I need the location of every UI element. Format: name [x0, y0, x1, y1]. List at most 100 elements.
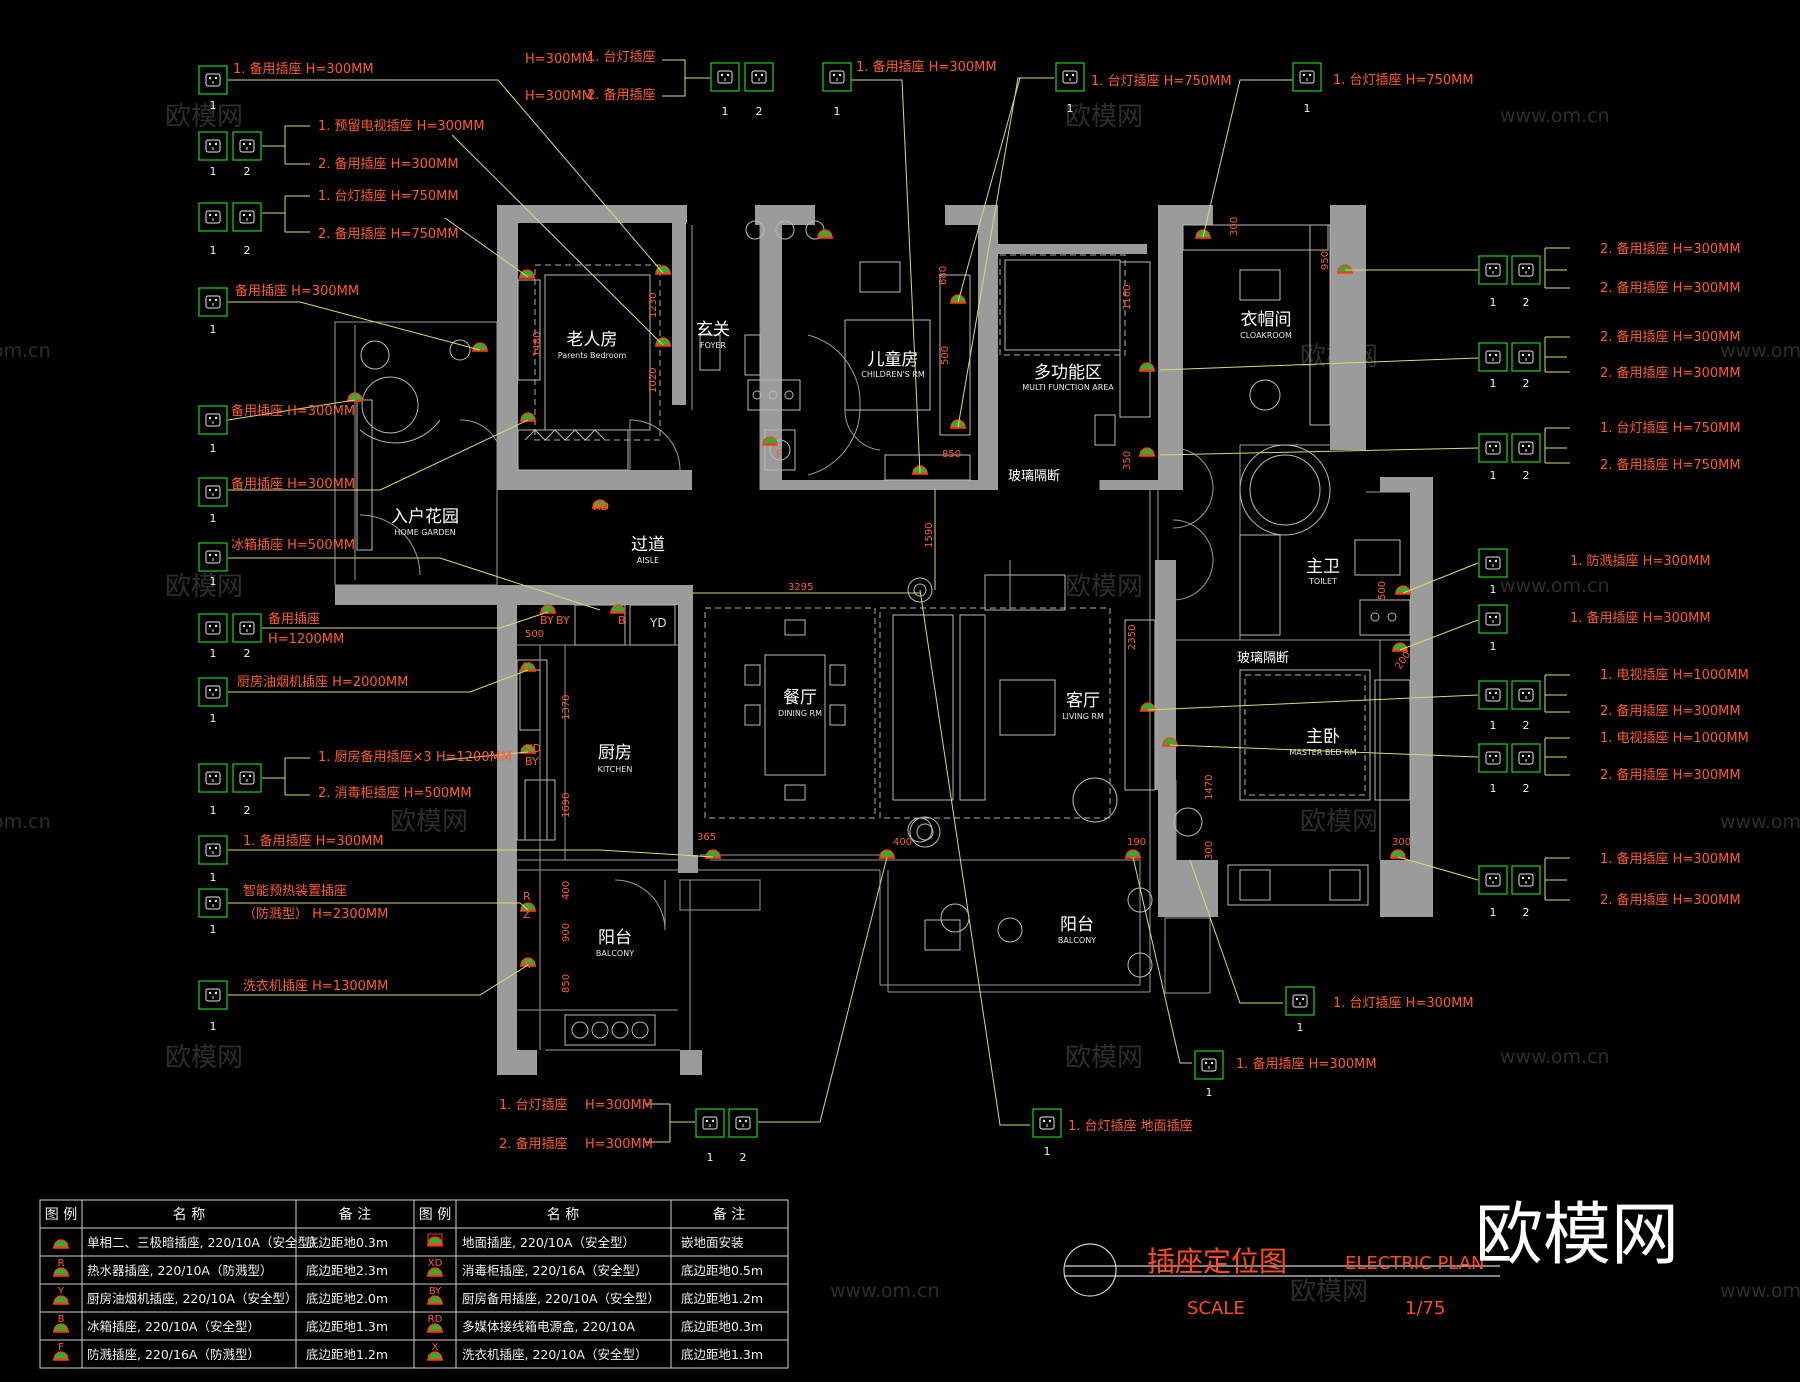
marker-xd: XD [525, 742, 541, 755]
legend-table: 图 例 名 称 备 注 图 例 名 称 备 注 R Y B F XD BY RD… [39, 1199, 789, 1369]
callout-text: 2. 备用插座 H=300MM [1600, 280, 1741, 296]
socket-symbol [232, 131, 262, 161]
dimension: 1370 [561, 695, 572, 720]
legend-symbol-letter: Y [57, 1286, 65, 1297]
watermark-url: www.om.cn [1500, 105, 1610, 127]
room-label-master-bed: 主卧 [1306, 727, 1340, 747]
socket-number: 2 [756, 105, 763, 118]
socket-number: 1 [210, 512, 217, 525]
socket-symbol [232, 763, 262, 793]
marker-b: B [618, 614, 626, 627]
socket-number: 1 [1490, 906, 1497, 919]
callout-text: 1. 台灯插座 [499, 1098, 568, 1113]
brand-logo: 欧模网 [1475, 1196, 1679, 1275]
room-label-balcony-large: 阳台 [1060, 915, 1094, 935]
callout-text: 1. 预留电视插座 H=300MM [318, 119, 485, 134]
dimension: 500 [525, 629, 544, 640]
legend-symbol-letter: RD [428, 1314, 443, 1325]
title-en: ELECTRIC PLAN [1345, 1253, 1485, 1274]
socket-symbol [1478, 865, 1508, 895]
legend-note: 底边距地1.3m [306, 1319, 388, 1334]
callout-text: 2. 备用插座 H=300MM [1600, 329, 1741, 345]
room-label-balcony-small: 阳台 [598, 928, 632, 948]
callout-text: 2. 备用插座 H=300MM [1600, 241, 1741, 257]
callout-text: 备用插座 H=300MM [231, 403, 355, 419]
room-sublabel-childrens-room: CHILDREN'S RM [861, 370, 925, 379]
glass-partition-label: 玻璃隔断 [1008, 469, 1060, 484]
room-label-dining: 餐厅 [783, 688, 817, 708]
legend-note: 底边距地2.3m [306, 1263, 388, 1278]
title-block: 插座定位图 ELECTRIC PLAN SCALE 1/75 欧模网 [1063, 1196, 1679, 1319]
legend-symbol [426, 1267, 444, 1277]
socket-symbol [1478, 255, 1508, 285]
legend-name: 地面插座, 220/10A（安全型） [462, 1235, 635, 1250]
socket-number: 1 [210, 165, 217, 178]
title-cn: 插座定位图 [1147, 1245, 1287, 1278]
room-sublabel-multi-function: MULTI FUNCTION AREA [1022, 383, 1114, 392]
socket-number: 1 [210, 1020, 217, 1033]
callout-text: 备用插座 H=300MM [231, 476, 355, 492]
legend-note: 底边距地1.2m [306, 1347, 388, 1362]
socket-number: 2 [740, 1151, 747, 1164]
marker-rd: RD [593, 500, 609, 513]
socket-symbol [198, 980, 228, 1010]
dimension: 1230 [648, 293, 659, 318]
socket-symbol [1478, 548, 1508, 578]
dimension: 400 [561, 881, 572, 900]
legend-symbol-letter: R [58, 1258, 65, 1269]
socket-symbol [822, 62, 852, 92]
socket-symbol [232, 202, 262, 232]
socket-number: 2 [244, 244, 251, 257]
leader-lines [227, 59, 1570, 1143]
legend-name: 厨房油烟机插座, 220/10A（安全型） [87, 1291, 297, 1306]
marker-by2: BY [556, 614, 570, 627]
socket-number: 1 [1490, 583, 1497, 596]
legend-name: 多媒体接线箱电源盒, 220/10A [462, 1319, 635, 1334]
walls [335, 205, 1433, 1075]
callout-text: 1. 台灯插座 H=300MM [1333, 996, 1474, 1011]
socket-symbol [198, 888, 228, 918]
callout-text: 1. 台灯插座 H=750MM [318, 189, 459, 204]
socket-number: 1 [1490, 640, 1497, 653]
socket-number: 1 [210, 442, 217, 455]
socket-symbol [710, 62, 740, 92]
callout-text: 1. 备用插座 H=300MM [233, 61, 374, 77]
socket-number: 1 [722, 105, 729, 118]
watermark: 欧模网 [1290, 1277, 1368, 1307]
room-sublabel-dining: DINING RM [778, 709, 822, 718]
callout-text: 1. 备用插座 H=300MM [243, 833, 384, 849]
watermark-url: om.cn [0, 811, 51, 833]
outlet-marker [346, 392, 364, 402]
socket-symbol [1511, 865, 1541, 895]
socket-number: 1 [707, 1151, 714, 1164]
watermark: 欧模网 [165, 102, 243, 132]
watermark: 欧模网 [165, 572, 243, 602]
dimension: 190 [1127, 837, 1146, 848]
outlet-marker [878, 849, 896, 859]
marker-by3: BY [525, 755, 539, 768]
outlet-marker [1138, 447, 1156, 457]
legend-symbol [52, 1323, 70, 1333]
legend-note: 底边距地2.0m [306, 1291, 388, 1306]
dimension: 1480 [532, 332, 543, 357]
callout-height: H=300MM [525, 89, 593, 104]
legend-note: 嵌地面安装 [681, 1235, 744, 1250]
outlet-marker [539, 604, 557, 614]
watermark: 欧模网 [1065, 572, 1143, 602]
room-sublabel-foyer: FOYER [700, 341, 726, 350]
callout-text: 备用插座 [268, 611, 320, 627]
socket-symbol [1032, 1108, 1062, 1138]
dimension: 500 [1377, 581, 1388, 600]
dimensions: 1230 1020 1480 680 850 1590 3295 1370 16… [525, 217, 1413, 993]
callout-text: 1. 电视插座 H=1000MM [1600, 731, 1749, 746]
callout-text: 2. 备用插座 [587, 87, 656, 103]
socket-symbol [1478, 433, 1508, 463]
socket-number: 2 [1523, 377, 1530, 390]
marker-yd: YD [649, 616, 667, 630]
callout-height: H=300MM [585, 1137, 653, 1152]
watermark-url: www.om.cn [1720, 1280, 1800, 1302]
socket-symbol [695, 1108, 725, 1138]
callout-text: 1. 台灯插座 H=750MM [1333, 73, 1474, 88]
room-label-cloakroom: 衣帽间 [1241, 310, 1292, 330]
watermark-url: www.om.cn [1720, 340, 1800, 362]
